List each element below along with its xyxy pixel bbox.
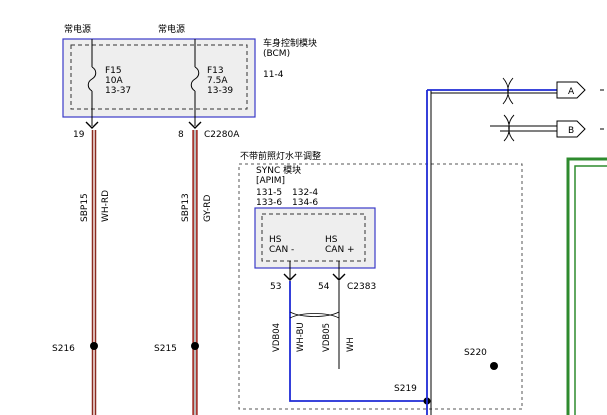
- apim-pin-53-chevron-icon: [283, 273, 297, 281]
- wire-vdb04: VDB04 WH-BU: [272, 281, 427, 402]
- bcm-module-box: [62, 38, 256, 118]
- wire-vdb05-color: WH: [346, 337, 356, 352]
- offpage-connector-b: [556, 120, 586, 138]
- bcm-connector-id: C2280A: [204, 130, 240, 140]
- fuse-f15-rating: 10A: [105, 76, 123, 86]
- fuse-f13-name: F13: [207, 66, 224, 76]
- fuse-f15-symbol: [87, 66, 97, 92]
- bcm-pin-19: 19: [73, 130, 85, 140]
- wire-vdb04-color: WH-BU: [296, 322, 306, 352]
- wire-sbp15: SBP15 WH-RD: [80, 130, 111, 415]
- apim-can-high-line1: HS: [325, 235, 338, 245]
- apim-pin-54-chevron-icon: [332, 273, 346, 281]
- splice-s215-dot: [191, 342, 199, 350]
- fuse-f15-name: F15: [105, 66, 122, 76]
- splice-s216-dot: [90, 342, 98, 350]
- splice-s219-label: S219: [394, 384, 417, 394]
- bcm-title: 车身控制模块: [263, 37, 317, 49]
- splice-s220-label: S220: [464, 348, 487, 358]
- offpage-connector-b-label: B: [568, 126, 574, 136]
- apim-module: 不带前照灯水平调整 SYNC 模块 [APIM] 131-5 132-4 133…: [238, 150, 523, 410]
- green-module-edge-outer: [566, 157, 607, 415]
- bcm-ref: 11-4: [263, 70, 284, 80]
- apim-ref-1a: 131-5: [256, 188, 282, 198]
- bcm-pin-8: 8: [178, 130, 184, 140]
- bcm-pin-8-chevron-icon: [188, 121, 202, 129]
- offpage-connector-a-label: A: [568, 87, 575, 97]
- fuse-f13-ref: 13-39: [207, 86, 233, 96]
- offpage-b-twist-icon: [503, 114, 515, 142]
- splice-s220-dot: [490, 362, 498, 370]
- apim-ref-2a: 133-6: [256, 198, 282, 208]
- apim-title: SYNC 模块: [256, 164, 301, 176]
- apim-can-low-line2: CAN -: [269, 245, 294, 255]
- apim-ref-1b: 132-4: [292, 188, 318, 198]
- bcm-pin-19-chevron-icon: [85, 121, 99, 129]
- apim-can-high-line2: CAN +: [325, 245, 355, 255]
- fuse-f13-rating: 7.5A: [207, 76, 228, 86]
- wire-vdb04-circuit: VDB04: [272, 323, 282, 352]
- apim-pin-53: 53: [270, 282, 281, 292]
- green-module-edge-inner: [574, 165, 607, 415]
- fuse-f13-symbol: [190, 66, 200, 92]
- bcm-module: 常电源 常电源 车身控制模块 (BCM) 11-4 F15 10A 13-37 …: [62, 23, 317, 140]
- bcm-abbr: (BCM): [263, 49, 290, 59]
- wire-sbp13-color: GY-RD: [203, 195, 213, 222]
- apim-connector-id: C2383: [347, 282, 376, 292]
- fuse-f15-ref: 13-37: [105, 86, 131, 96]
- offpage-connector-a: [556, 81, 586, 99]
- apim-can-low-line1: HS: [269, 235, 282, 245]
- apim-ref-2b: 134-6: [292, 198, 318, 208]
- wire-sbp15-circuit: SBP15: [80, 193, 90, 222]
- bcm-power-label-right: 常电源: [158, 23, 185, 35]
- splice-s216-label: S216: [52, 344, 75, 354]
- offpage-a-twist-icon: [502, 77, 514, 105]
- bcm-power-label-left: 常电源: [64, 23, 91, 35]
- apim-abbr: [APIM]: [256, 176, 285, 186]
- wire-vdb04-path: [289, 281, 427, 402]
- wire-sbp13: SBP13 GY-RD: [181, 130, 213, 415]
- apim-variant-note: 不带前照灯水平调整: [240, 150, 321, 162]
- splice-s215-label: S215: [154, 344, 177, 354]
- apim-module-box: [254, 207, 376, 269]
- apim-pin-54: 54: [318, 282, 330, 292]
- wire-vdb05-circuit: VDB05: [322, 323, 332, 352]
- apim-can-box: [261, 213, 366, 262]
- twisted-pair-icon: [289, 311, 340, 319]
- bcm-fuse-box: [70, 44, 248, 110]
- wire-vdb05: VDB05 WH: [322, 281, 356, 369]
- wire-sbp15-color: WH-RD: [101, 190, 111, 222]
- wire-sbp13-circuit: SBP13: [181, 193, 191, 222]
